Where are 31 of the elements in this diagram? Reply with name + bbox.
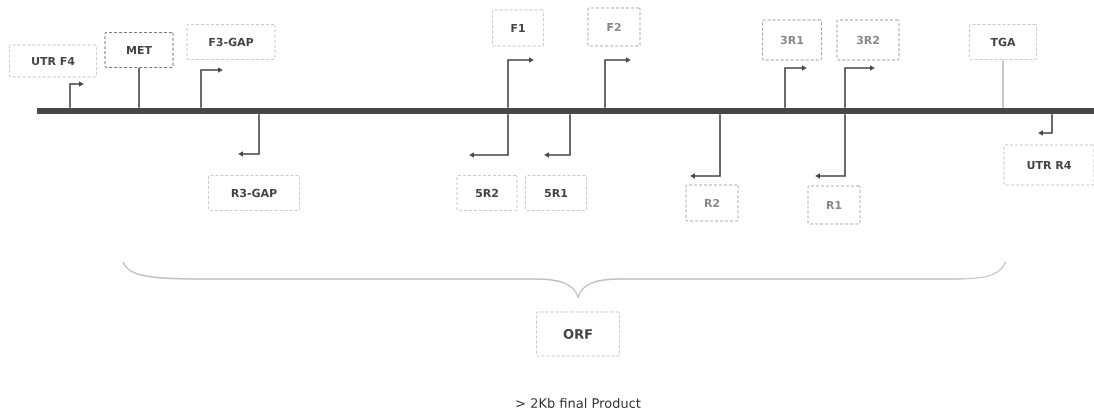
primer-arrow xyxy=(507,57,534,109)
label-box: MET xyxy=(104,32,174,68)
label-box: R1 xyxy=(807,185,861,225)
label-box: F3-GAP xyxy=(186,24,276,60)
note-text: > 2Kb final Product xyxy=(516,397,641,408)
primer-arrow xyxy=(815,113,846,179)
primer-arrow xyxy=(1038,113,1053,136)
primer-arrow xyxy=(844,65,875,109)
label-box: 3R2 xyxy=(836,19,900,61)
label-box: F2 xyxy=(587,7,641,47)
primer-arrow xyxy=(238,113,260,157)
label-box: 3R1 xyxy=(762,19,822,61)
primer-arrow xyxy=(69,81,84,109)
label-box: UTR R4 xyxy=(1003,144,1094,186)
label-box: F1 xyxy=(492,9,544,47)
leader-line xyxy=(138,67,140,109)
leader-line xyxy=(1002,59,1004,109)
dna-strand xyxy=(37,108,1094,114)
label-box: UTR F4 xyxy=(9,44,97,78)
label-box: 5R2 xyxy=(456,175,518,211)
primer-arrow xyxy=(544,113,571,158)
label-box: R2 xyxy=(685,184,739,222)
label-box: TGA xyxy=(969,24,1037,60)
primer-arrow xyxy=(690,113,721,179)
label-box: 5R1 xyxy=(525,175,587,211)
primer-arrow xyxy=(469,113,509,158)
primer-arrow xyxy=(604,57,631,109)
label-box: R3-GAP xyxy=(208,175,300,211)
primer-arrow xyxy=(784,65,807,109)
primer-arrow xyxy=(200,67,223,109)
orf-box: ORF xyxy=(536,311,620,357)
